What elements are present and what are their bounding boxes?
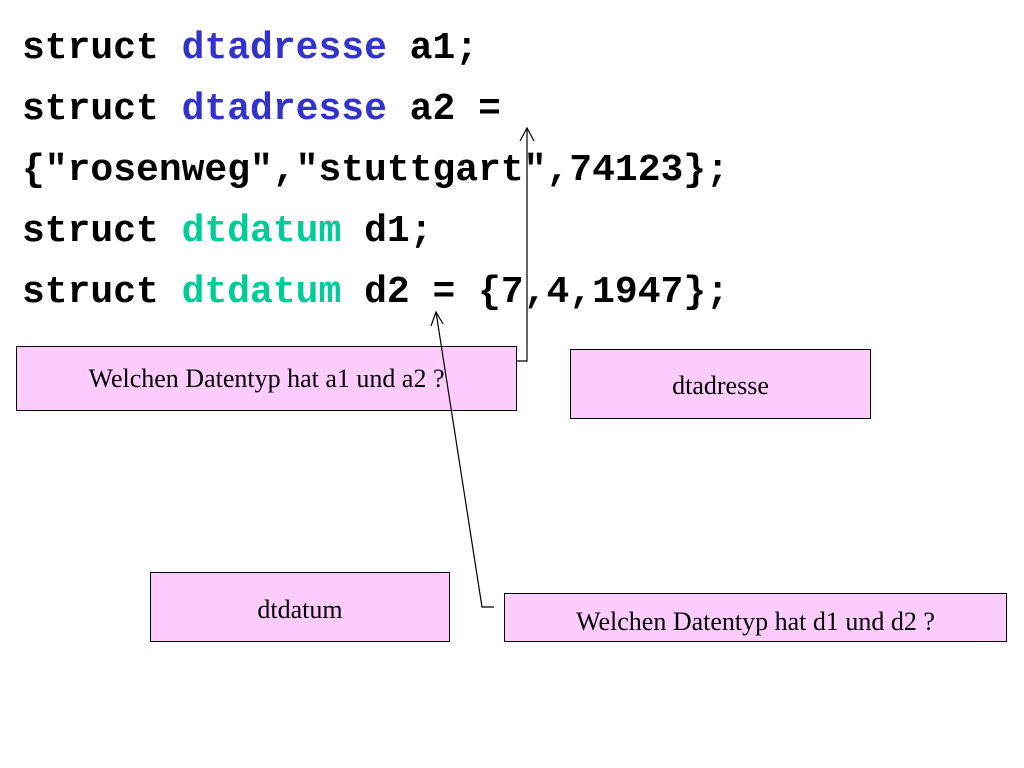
type-name-dtdatum: dtdatum [181,210,342,253]
code-line-4: struct dtdatum d1; [22,201,729,262]
answer-box-date: dtdatum [150,572,450,642]
type-name-dtdatum: dtdatum [181,271,342,314]
keyword-struct: struct [22,27,182,70]
type-name-dtadresse: dtadresse [181,27,387,70]
question-box-address: Welchen Datentyp hat a1 und a2 ? [16,346,517,411]
code-rest: a2 = [386,88,501,131]
type-name-dtadresse: dtadresse [181,88,387,131]
code-line-3: {"rosenweg","stuttgart",74123}; [22,149,729,192]
keyword-struct: struct [22,210,182,253]
keyword-struct: struct [22,271,182,314]
code-line-5: struct dtdatum d2 = {7,4,1947}; [22,262,729,323]
code-rest: d2 = {7,4,1947}; [341,271,729,314]
question-box-date: Welchen Datentyp hat d1 und d2 ? [504,593,1007,642]
keyword-struct: struct [22,88,182,131]
code-rest: a1; [386,27,479,70]
answer-box-address: dtadresse [570,349,871,419]
code-line-1: struct dtadresse a1; [22,18,729,79]
code-block: struct dtadresse a1;struct dtadresse a2 … [22,18,729,323]
code-line-2: struct dtadresse a2 = [22,79,729,140]
code-rest: d1; [341,210,433,253]
